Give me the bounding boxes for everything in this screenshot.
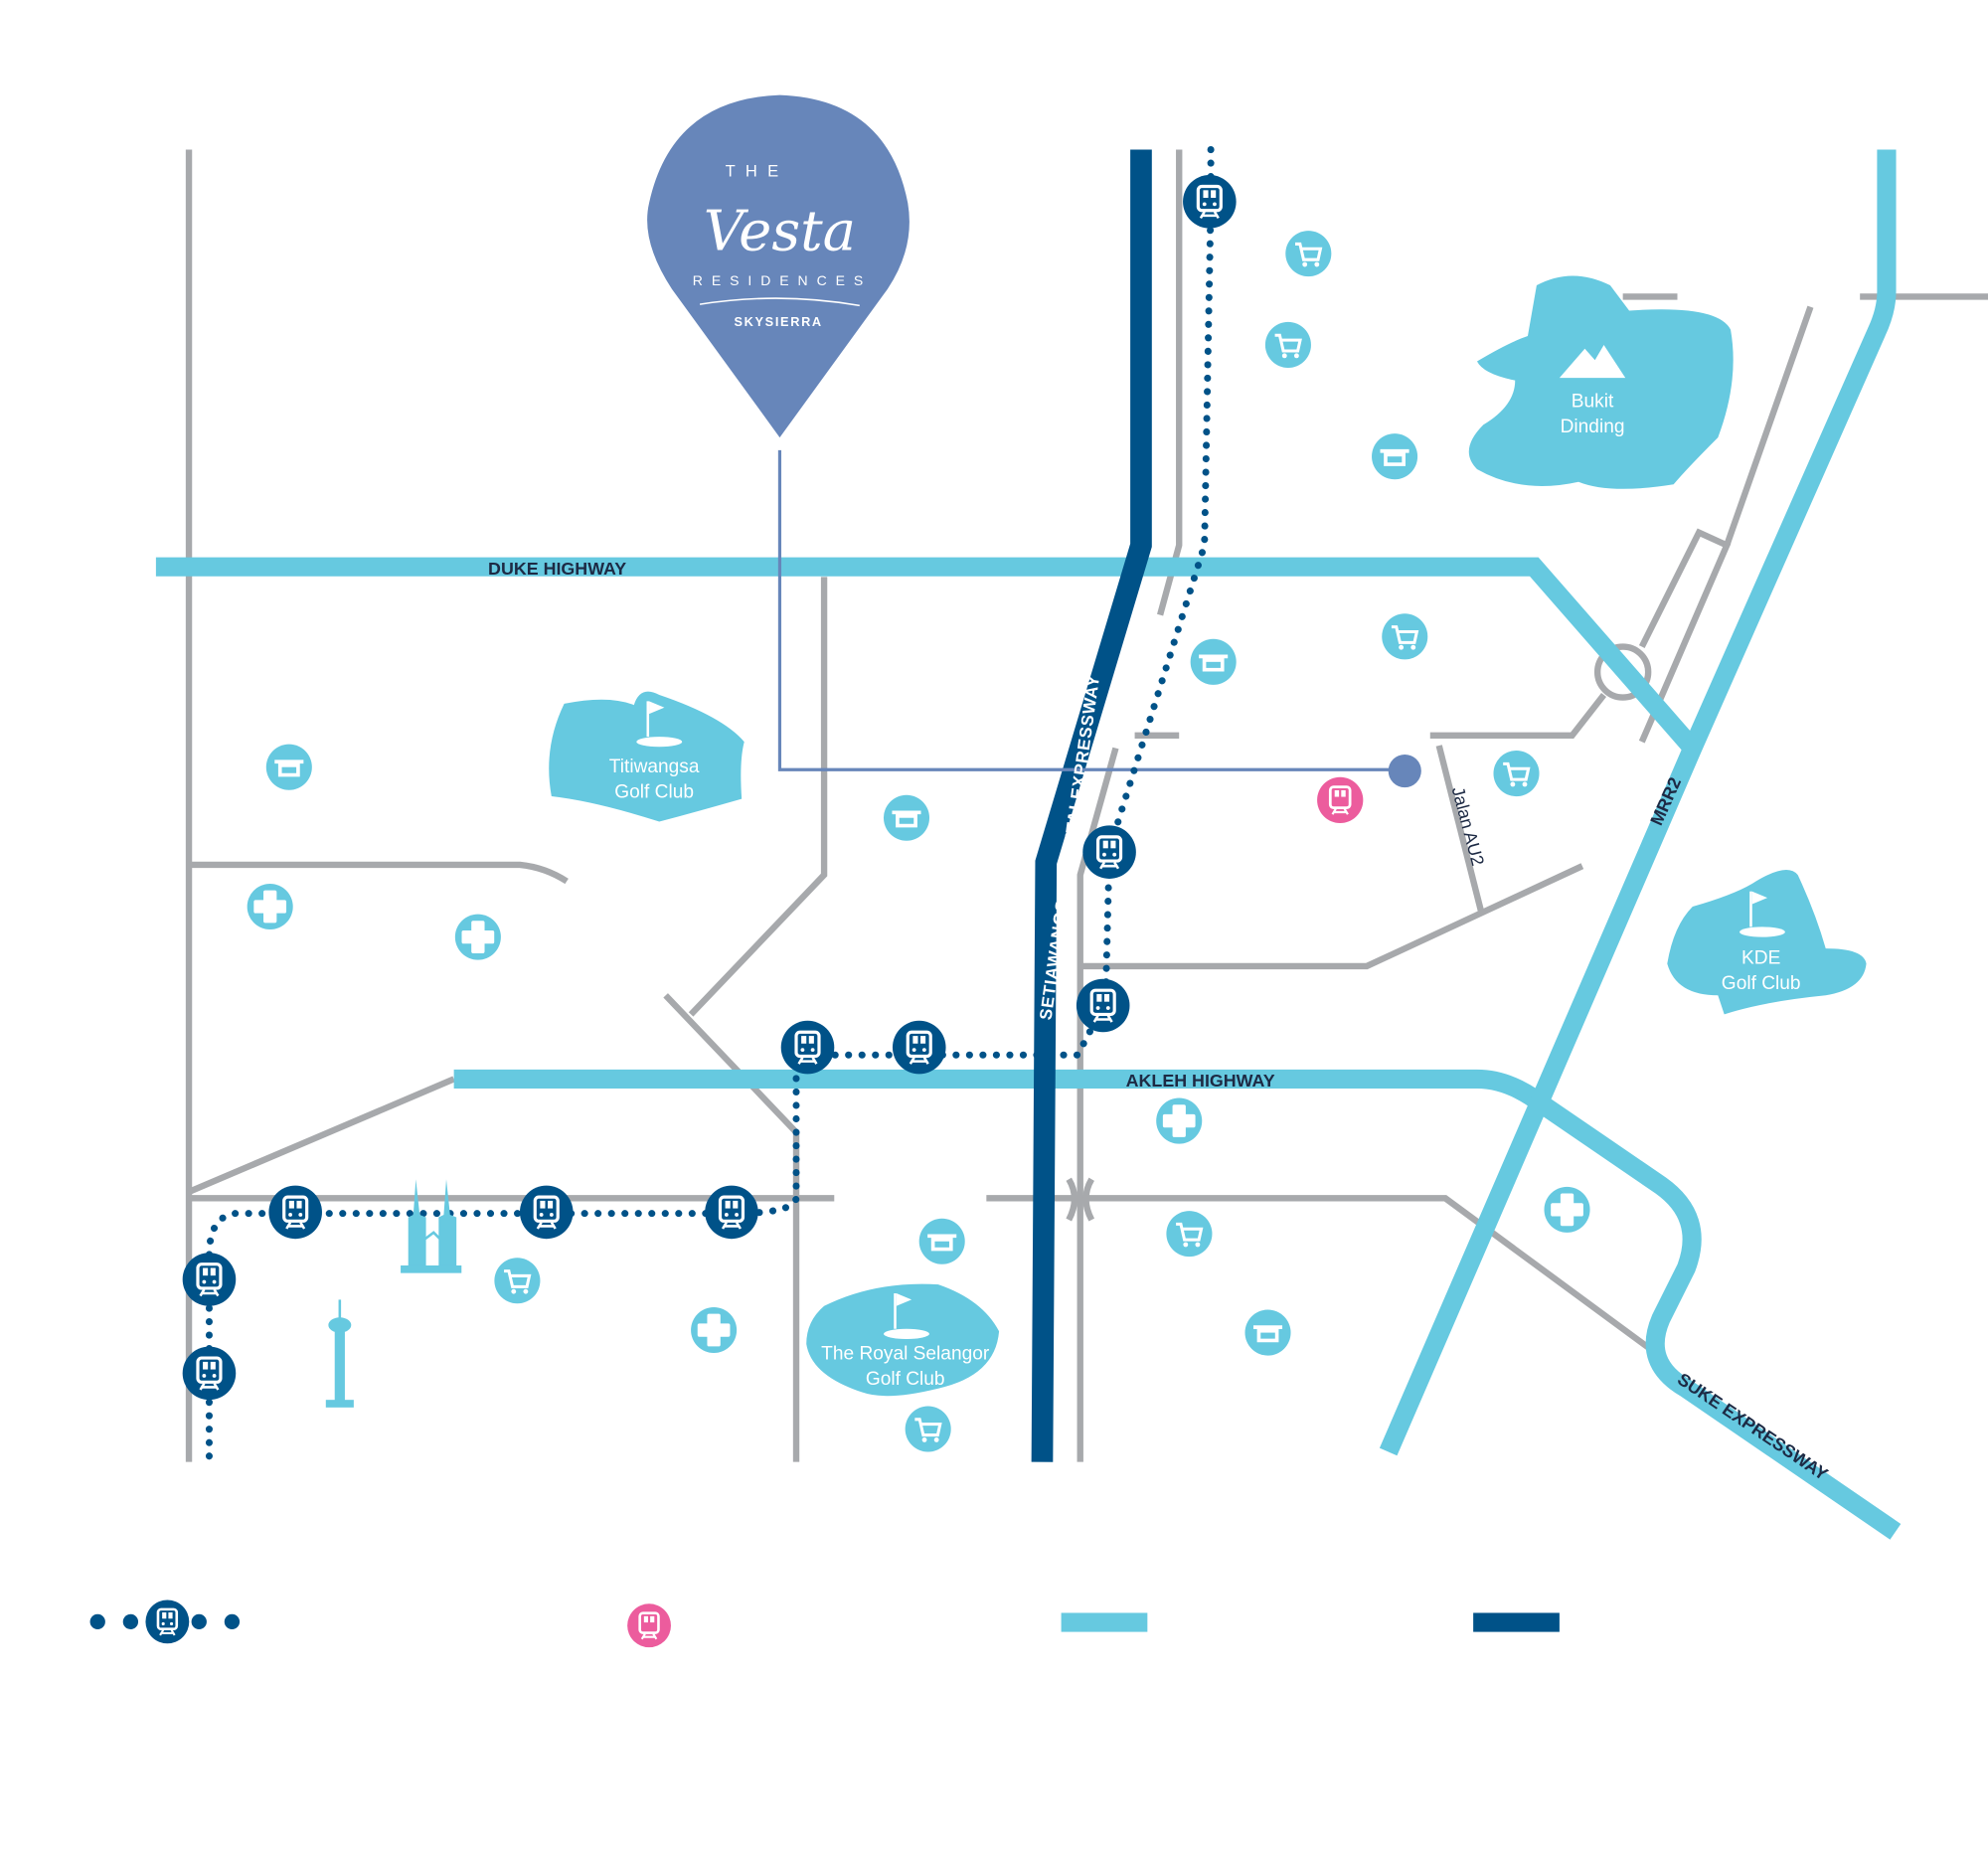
train-station-icon[interactable] xyxy=(1181,173,1238,230)
shopping-cart-icon xyxy=(1492,749,1541,798)
setiawangsa-pantai-expressway xyxy=(1031,149,1152,1462)
logo-residences: RESIDENCES xyxy=(693,272,872,288)
royal-selangor-label-2: Golf Club xyxy=(866,1369,945,1390)
shopping-cart-icon xyxy=(904,1405,952,1453)
golf-flag-icon xyxy=(636,701,683,748)
bukit-dinding-label-1: Bukit xyxy=(1572,391,1614,412)
legend xyxy=(89,1598,1560,1649)
hospital-icon xyxy=(1543,1185,1591,1235)
hospital-icon xyxy=(453,913,503,961)
school-icon xyxy=(1190,638,1237,685)
hospital-icon xyxy=(246,882,294,931)
kde-golf-area xyxy=(1667,870,1867,1015)
pink-station-icon[interactable] xyxy=(1315,775,1365,825)
logo-vesta: Vesta xyxy=(704,199,856,263)
logo-skysierra: SKYSIERRA xyxy=(734,314,822,329)
duke-highway xyxy=(155,557,1701,755)
shopping-cart-icon xyxy=(1284,229,1333,278)
logo-the: THE xyxy=(726,161,789,180)
train-station-icon[interactable] xyxy=(181,1345,238,1402)
train-station-icon[interactable] xyxy=(1075,977,1131,1034)
train-station-icon[interactable] xyxy=(267,1184,324,1241)
rail-line xyxy=(205,146,1215,1466)
train-station-icon[interactable] xyxy=(518,1184,575,1241)
kde-label-1: KDE xyxy=(1741,947,1780,968)
akleh-highway xyxy=(453,1069,1902,1540)
royal-selangor-golf-area xyxy=(806,1283,1000,1397)
mrr2-road xyxy=(1379,149,1897,1456)
school-icon xyxy=(883,794,930,841)
suke-label: SUKE EXPRESSWAY xyxy=(1674,1369,1832,1484)
legend-train-line-icon xyxy=(89,1598,241,1645)
train-station-icon[interactable] xyxy=(1081,824,1138,881)
kde-label-2: Golf Club xyxy=(1722,973,1801,994)
titiwangsa-label-1: Titiwangsa xyxy=(609,757,700,777)
bukit-dinding-label-2: Dinding xyxy=(1561,417,1625,437)
akleh-highway-label: AKLEH HIGHWAY xyxy=(1126,1071,1275,1091)
legend-expressway-swatch xyxy=(1473,1612,1560,1632)
shopping-cart-icon xyxy=(1381,612,1429,661)
train-station-icon[interactable] xyxy=(891,1019,947,1076)
pin-connector xyxy=(777,449,1406,771)
vesta-residences-logo-pin: THE Vesta RESIDENCES SKYSIERRA xyxy=(647,94,910,438)
titiwangsa-label-2: Golf Club xyxy=(614,781,694,802)
school-icon xyxy=(1372,433,1418,480)
bukit-dinding-area xyxy=(1468,275,1734,489)
school-icon xyxy=(265,744,312,790)
shopping-cart-icon xyxy=(493,1257,542,1305)
golf-flag-icon xyxy=(1740,891,1785,937)
highways xyxy=(155,149,1902,1540)
shopping-cart-icon xyxy=(1165,1209,1214,1259)
titiwangsa-golf-area xyxy=(549,691,745,822)
shopping-cart-icon xyxy=(1263,320,1313,370)
hospital-icon xyxy=(1154,1096,1204,1145)
train-station-icon[interactable] xyxy=(181,1251,238,1308)
jalan-au2-label: Jalan AU2 xyxy=(1448,784,1488,868)
legend-highway-swatch xyxy=(1061,1612,1148,1632)
royal-selangor-label-1: The Royal Selangor xyxy=(821,1343,990,1364)
train-station-icon[interactable] xyxy=(703,1184,760,1241)
kl-tower-icon xyxy=(325,1299,354,1408)
twin-towers-icon xyxy=(401,1179,462,1273)
project-location-dot[interactable] xyxy=(1388,754,1421,788)
school-icon xyxy=(1244,1309,1291,1356)
train-station-icon[interactable] xyxy=(779,1019,836,1076)
school-icon xyxy=(918,1218,965,1264)
golf-flag-icon xyxy=(884,1293,929,1339)
hospital-icon xyxy=(689,1305,739,1355)
duke-highway-label: DUKE HIGHWAY xyxy=(488,559,626,579)
legend-pink-station-icon xyxy=(626,1602,673,1649)
mountain-icon xyxy=(1559,344,1626,379)
